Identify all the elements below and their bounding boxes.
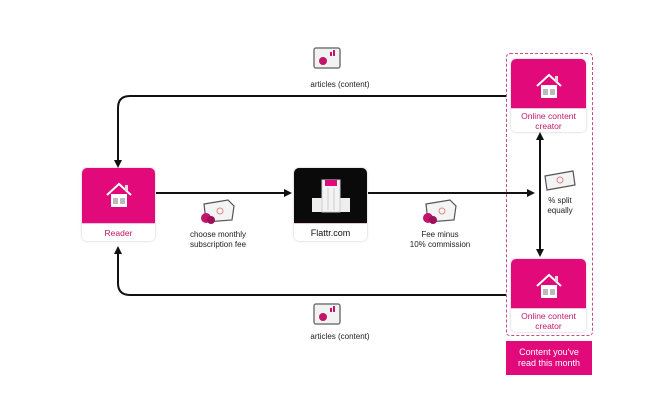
split-caption-line1: % split xyxy=(548,196,572,205)
reader-label: Reader xyxy=(82,223,155,241)
subscription-caption: choose monthly subscription fee xyxy=(178,230,258,250)
reader-node[interactable]: Reader xyxy=(82,168,155,241)
creator-top-label: Online content creator xyxy=(511,108,586,132)
building-icon xyxy=(308,176,354,221)
group-caption-line1: Content you've xyxy=(519,347,579,357)
commission-caption: Fee minus 10% commission xyxy=(400,230,480,250)
banknote-icon xyxy=(543,170,577,197)
articles-bottom-caption: articles (content) xyxy=(310,332,370,341)
house-icon xyxy=(534,71,564,106)
content-icon xyxy=(313,47,341,74)
split-caption-line2: equally xyxy=(547,206,573,215)
subscription-caption-line1: choose monthly xyxy=(189,230,247,239)
split-caption: % split equally xyxy=(538,196,582,216)
content-icon xyxy=(313,303,341,330)
creators-group xyxy=(506,53,593,336)
commission-caption-line1: Fee minus xyxy=(421,230,459,239)
creator-bottom-label: Online content creator xyxy=(511,308,586,332)
money-icon xyxy=(198,198,236,231)
house-icon xyxy=(104,180,134,215)
subscription-caption-line2: subscription fee xyxy=(189,240,247,249)
commission-caption-line2: 10% commission xyxy=(409,240,471,249)
creator-node-bottom[interactable]: Online content creator xyxy=(511,259,586,332)
money-icon xyxy=(420,198,458,231)
house-icon xyxy=(534,271,564,306)
creator-node-top[interactable]: Online content creator xyxy=(511,59,586,132)
arrow-articles-top xyxy=(114,95,506,168)
group-caption-line2: read this month xyxy=(517,358,581,368)
flattr-node[interactable]: Flattr.com xyxy=(294,168,367,241)
arrow-articles-bottom xyxy=(114,246,506,296)
flattr-label: Flattr.com xyxy=(294,223,367,241)
articles-top-caption: articles (content) xyxy=(310,80,370,89)
